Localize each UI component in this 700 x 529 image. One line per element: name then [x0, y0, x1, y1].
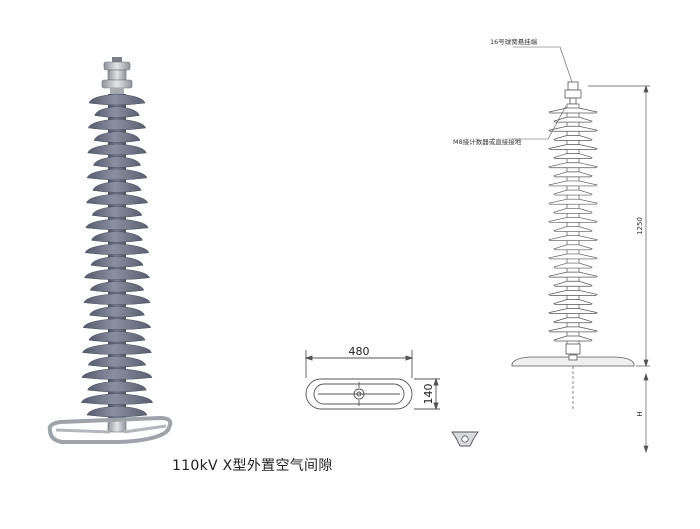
dim-ring-depth-label: 140 [422, 384, 435, 405]
drawing-shed [548, 162, 598, 169]
photo-shed [80, 393, 154, 405]
drawing-shed [553, 153, 593, 159]
top-fitting-icon [101, 57, 133, 94]
photo-sheds [80, 93, 154, 422]
drawing-shed [548, 290, 598, 296]
drawing-shed [553, 280, 593, 287]
drawing-shed [548, 107, 598, 114]
ring-section-view [451, 431, 479, 447]
drawing-shed [548, 326, 598, 333]
dim-ring-width-label: 480 [349, 345, 370, 358]
drawing-shed [548, 198, 598, 205]
photo-shed [83, 293, 151, 305]
photo-shed [89, 280, 145, 293]
photo-shed [84, 243, 150, 255]
drawing-shed [553, 189, 593, 196]
ring-plan-view [304, 350, 440, 411]
drawing-ring-icon [511, 343, 635, 367]
photo-shed [91, 206, 143, 218]
photo-shed [89, 305, 145, 318]
drawing-shed [553, 335, 593, 342]
insulator-photo [47, 57, 173, 444]
photo-shed [85, 218, 149, 231]
photo-shed [88, 330, 146, 343]
grading-ring-icon [47, 415, 173, 444]
drawing-shed [553, 244, 593, 251]
figure-caption: 110kV X型外置空气间隙 [172, 458, 333, 474]
photo-shed [87, 380, 147, 393]
photo-shed [84, 268, 150, 280]
drawing-sheds [548, 103, 598, 347]
photo-shed [91, 231, 143, 243]
drawing-shed [553, 317, 593, 324]
dim-gap-label: H [636, 411, 644, 416]
photo-shed [87, 143, 147, 156]
photo-shed [93, 156, 141, 168]
drawing-shed [548, 217, 598, 223]
drawing-shed [548, 271, 598, 278]
height-dimensions [572, 84, 650, 454]
top-fitting-label: 16号球窝悬挂端 [490, 37, 538, 46]
photo-shed [90, 255, 144, 268]
drawing-shed [548, 180, 598, 187]
photo-shed [94, 106, 140, 118]
photo-shed [86, 405, 148, 418]
drawing-shed [548, 253, 598, 260]
photo-shed [88, 118, 146, 131]
photo-shed [93, 131, 141, 143]
photo-shed [86, 168, 148, 181]
photo-shed [81, 368, 153, 380]
drawing-shed [553, 207, 593, 214]
leader-lines [513, 46, 573, 140]
drawing-shed [553, 299, 593, 305]
photo-shed [87, 355, 147, 368]
drawing-shed [553, 135, 593, 141]
drawing-shed [548, 308, 598, 314]
drawing-shed [553, 171, 593, 178]
photo-shed [92, 181, 142, 193]
drawing-shed [548, 125, 598, 132]
dim-total-height-label: 1250 [636, 217, 644, 235]
photo-shed [86, 193, 148, 206]
drawing-shed [548, 235, 598, 242]
photo-shed [82, 343, 152, 355]
photo-shed [82, 318, 152, 330]
drawing-shed [553, 226, 593, 232]
photo-shed [88, 93, 146, 106]
drawing-top-fitting-icon [564, 81, 582, 105]
drawing-shed [553, 262, 593, 269]
drawing-shed [553, 116, 593, 123]
insulator-line-drawing: 16号球窝悬挂端 M8接计数器或直接接地 1250 H [453, 37, 650, 454]
ground-terminal-label: M8接计数器或直接接地 [453, 137, 522, 146]
drawing-shed [548, 144, 598, 150]
